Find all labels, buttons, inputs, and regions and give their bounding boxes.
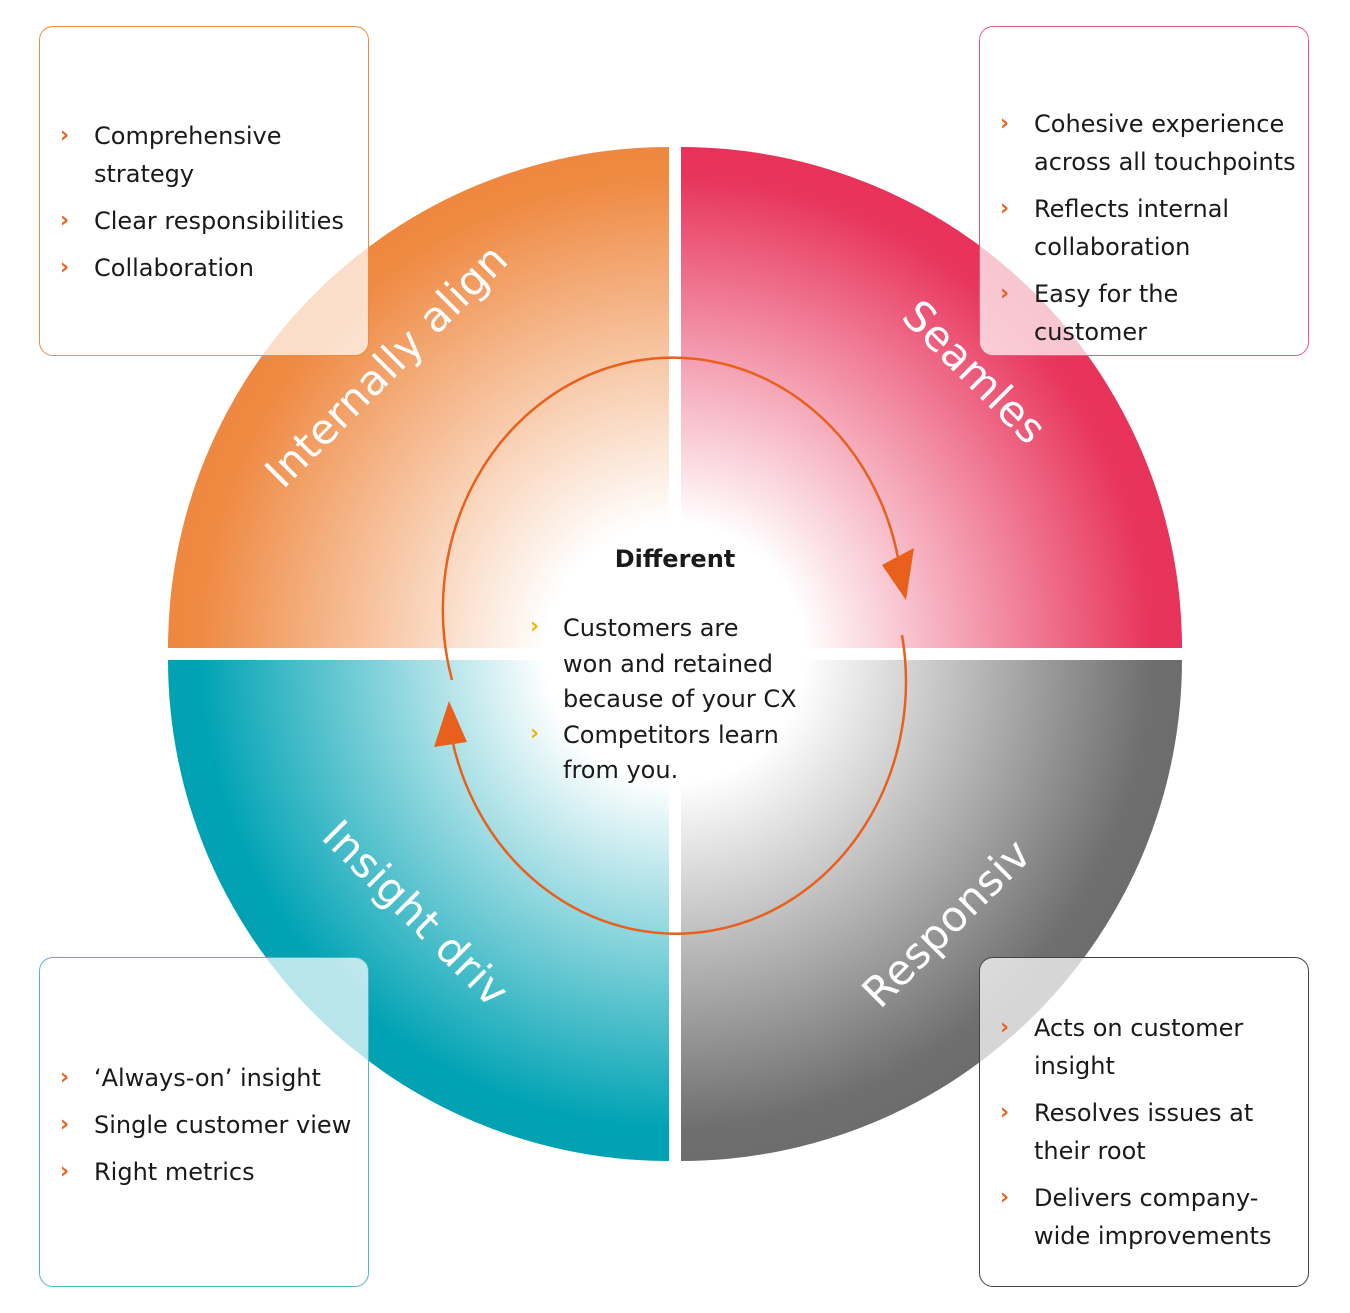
list-item: › Delivers company-wide improvements bbox=[980, 1179, 1308, 1255]
chevron-right-icon: › bbox=[1000, 1185, 1010, 1210]
chevron-right-icon: › bbox=[60, 1112, 70, 1137]
chevron-right-icon: › bbox=[60, 255, 70, 280]
list-item-text: Right metrics bbox=[94, 1158, 255, 1186]
list-item-text: Resolves issues at their root bbox=[1034, 1099, 1254, 1165]
quadrant-responsive bbox=[681, 660, 1182, 1161]
center-bullet-2-line-1: Competitors learn bbox=[563, 721, 779, 749]
list-item-text: Collaboration bbox=[94, 254, 254, 282]
center-bullet-1-chevron-icon: › bbox=[530, 614, 539, 639]
quadrant-seamless bbox=[681, 147, 1182, 648]
chevron-right-icon: › bbox=[1000, 281, 1010, 306]
list-item-text: Single customer view bbox=[94, 1111, 352, 1139]
list-item-text: Comprehensive strategy bbox=[94, 122, 282, 188]
chevron-right-icon: › bbox=[1000, 196, 1010, 221]
list-item: › Clear responsibilities bbox=[40, 202, 368, 240]
box-seamless: › Cohesive experience across all touchpoi… bbox=[979, 26, 1309, 356]
cycle-arrowhead-left-icon bbox=[434, 701, 467, 747]
list-item: › Resolves issues at their root bbox=[980, 1094, 1308, 1170]
chevron-right-icon: › bbox=[60, 123, 70, 148]
chevron-right-icon: › bbox=[60, 1065, 70, 1090]
list-item-text: Clear responsibilities bbox=[94, 207, 344, 235]
center-bullet-1-line-2: won and retained bbox=[563, 650, 773, 678]
list-item-text: Easy for the customer bbox=[1034, 280, 1179, 346]
center-bullet-1-line-3: because of your CX bbox=[563, 685, 797, 713]
box-internally-aligned: › Comprehensive strategy › Clear responsib… bbox=[39, 26, 369, 356]
cycle-arc-bottom-left bbox=[446, 634, 908, 935]
cycle-arc-top-right bbox=[441, 356, 904, 681]
center-bullet-2-line-2: from you. bbox=[563, 756, 678, 784]
quadrant-insight-driven bbox=[168, 660, 669, 1161]
list-item: › ‘Always-on’ insight bbox=[40, 1059, 368, 1097]
box-insight-driven: › ‘Always-on’ insight › Single customer vi… bbox=[39, 957, 369, 1287]
box-internally-aligned-list: › Comprehensive strategy › Clear responsib… bbox=[40, 27, 368, 287]
list-item: › Acts on customer insight bbox=[980, 1009, 1308, 1085]
cycle-arrowhead-right-icon bbox=[882, 548, 914, 600]
list-item: › Single customer view bbox=[40, 1106, 368, 1144]
list-item-text: Delivers company-wide improvements bbox=[1034, 1184, 1272, 1250]
chevron-right-icon: › bbox=[60, 1159, 70, 1184]
chevron-right-icon: › bbox=[60, 208, 70, 233]
box-responsive-list: › Acts on customer insight › Resolves issu… bbox=[980, 958, 1308, 1255]
chevron-right-icon: › bbox=[1000, 1015, 1010, 1040]
box-responsive: › Acts on customer insight › Resolves issu… bbox=[979, 957, 1309, 1287]
center-title: Different bbox=[615, 545, 736, 573]
quadrant-internally-aligned bbox=[168, 147, 669, 648]
list-item-text: ‘Always-on’ insight bbox=[94, 1064, 321, 1092]
list-item: › Cohesive experience across all touchpoi… bbox=[980, 105, 1308, 181]
center-bullet-2-chevron-icon: › bbox=[530, 721, 539, 746]
list-item: › Easy for the customer bbox=[980, 275, 1308, 351]
center-bullet-1-line-1: Customers are bbox=[563, 614, 739, 642]
list-item-text: Acts on customer insight bbox=[1034, 1014, 1244, 1080]
box-insight-driven-list: › ‘Always-on’ insight › Single customer vi… bbox=[40, 958, 368, 1191]
chevron-right-icon: › bbox=[1000, 1100, 1010, 1125]
chevron-right-icon: › bbox=[1000, 111, 1010, 136]
list-item: › Comprehensive strategy bbox=[40, 117, 368, 193]
list-item: › Reflects internal collaboration bbox=[980, 190, 1308, 266]
box-seamless-list: › Cohesive experience across all touchpoi… bbox=[980, 27, 1308, 351]
list-item: › Right metrics bbox=[40, 1153, 368, 1191]
list-item-text: Reflects internal collaboration bbox=[1034, 195, 1230, 261]
list-item: › Collaboration bbox=[40, 249, 368, 287]
list-item-text: Cohesive experience across all touchpoin… bbox=[1034, 110, 1296, 176]
